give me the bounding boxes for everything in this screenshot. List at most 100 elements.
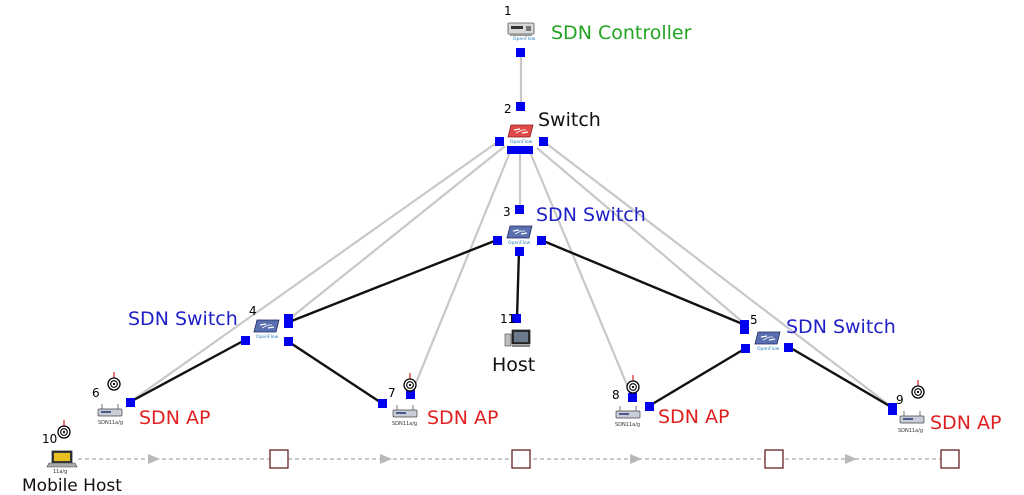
port xyxy=(406,390,415,399)
node-label: SDN Switch xyxy=(128,308,238,330)
port xyxy=(784,343,793,352)
node-number: 1 xyxy=(504,4,512,18)
port xyxy=(241,336,250,345)
link-sdnswitch3-host xyxy=(515,249,521,319)
node-sdn-ap-6[interactable]: 6 SDN11a/g SDN AP xyxy=(92,372,210,429)
port xyxy=(493,236,502,245)
link-switch-ap8 xyxy=(528,151,634,398)
access-point-icon xyxy=(392,405,418,418)
node-number: 3 xyxy=(503,205,511,219)
node-sdn-ap-8[interactable]: 8 SDN11a/g SDN AP xyxy=(612,375,729,428)
access-point-icon xyxy=(615,406,641,419)
port xyxy=(888,403,897,415)
path-arrow xyxy=(845,454,857,464)
port xyxy=(495,137,504,146)
link-sdnswitch4-ap6 xyxy=(129,338,246,404)
node-sdn-controller[interactable]: 1 OpenFlow SDN Controller xyxy=(504,4,692,44)
device-text: OpenFlow xyxy=(508,240,531,246)
path-waypoint[interactable] xyxy=(269,449,289,469)
node-number: 11 xyxy=(500,312,515,326)
port xyxy=(126,398,135,407)
link-sdnswitch5-ap9 xyxy=(788,345,894,410)
node-number: 2 xyxy=(504,102,512,116)
node-label: Mobile Host xyxy=(22,476,122,495)
path-arrow xyxy=(380,454,392,464)
link-switch-ap9 xyxy=(542,140,894,409)
device-text: OpenFlow xyxy=(510,139,533,145)
node-mobile-host[interactable]: 10 11a/g Mobile Host xyxy=(22,420,122,495)
device-text: OpenFlow xyxy=(513,36,536,42)
node-sdn-ap-7[interactable]: 7 SDN11a/g SDN AP xyxy=(388,373,498,429)
node-host[interactable]: 11 Host xyxy=(492,312,535,376)
path-waypoint[interactable] xyxy=(940,449,960,469)
controller-icon xyxy=(507,22,535,36)
laptop-icon xyxy=(46,450,78,468)
device-text: SDN11a/g xyxy=(392,421,417,427)
node-label: SDN AP xyxy=(658,406,729,428)
path-arrow xyxy=(148,454,160,464)
port xyxy=(740,320,749,334)
node-number: 8 xyxy=(612,388,620,402)
node-label: Host xyxy=(492,354,535,376)
port xyxy=(284,314,293,328)
path-waypoint[interactable] xyxy=(511,449,531,469)
node-switch[interactable]: 2 OpenFlow Switch xyxy=(504,102,601,145)
device-text: SDN11a/g xyxy=(615,422,640,428)
device-text: 11a/g xyxy=(53,469,67,475)
sdn-switch-icon xyxy=(506,225,533,239)
control-links xyxy=(129,53,894,409)
path-arrow xyxy=(630,454,642,464)
node-number: 6 xyxy=(92,386,100,400)
mobility-path xyxy=(78,449,960,469)
link-sdnswitch5-ap8 xyxy=(648,346,747,408)
node-label: Switch xyxy=(538,109,601,131)
port xyxy=(516,102,525,111)
access-point-icon xyxy=(97,404,123,417)
antenna-icon xyxy=(911,380,925,399)
port xyxy=(537,236,546,245)
node-number: 4 xyxy=(249,304,257,318)
port xyxy=(515,247,524,256)
antenna-icon xyxy=(57,420,71,439)
port xyxy=(284,337,293,346)
link-sdnswitch4-ap7 xyxy=(288,340,384,406)
ports xyxy=(126,48,897,415)
port xyxy=(512,314,521,323)
port xyxy=(378,399,387,408)
link-switch-ap6 xyxy=(129,140,500,403)
port xyxy=(515,205,524,214)
device-text: OpenFlow xyxy=(256,334,279,340)
node-sdn-switch-3[interactable]: 3 OpenFlow SDN Switch xyxy=(503,204,646,246)
node-sdn-switch-5[interactable]: 5 OpenFlow SDN Switch xyxy=(750,313,896,352)
node-sdn-ap-9[interactable]: 9 SDN11a/g SDN AP xyxy=(896,380,1001,434)
port xyxy=(539,137,548,146)
device-text: SDN11a/g xyxy=(898,428,923,434)
device-text: OpenFlow xyxy=(757,346,780,352)
path-waypoint[interactable] xyxy=(764,449,784,469)
node-label: SDN AP xyxy=(139,407,210,429)
antenna-icon xyxy=(107,372,121,391)
link-switch-ap7 xyxy=(409,151,512,396)
port xyxy=(645,402,654,411)
node-number: 10 xyxy=(42,432,57,446)
node-number: 5 xyxy=(750,313,758,327)
port xyxy=(628,393,637,402)
device-text: SDN11a/g xyxy=(98,420,123,426)
port xyxy=(741,344,750,353)
port xyxy=(516,48,525,57)
node-number: 9 xyxy=(896,393,904,407)
node-sdn-switch-4[interactable]: 4 OpenFlow SDN Switch xyxy=(128,304,280,340)
link-switch-sdnswitch4 xyxy=(287,145,506,321)
antenna-icon xyxy=(403,373,417,392)
data-links xyxy=(129,238,894,410)
link-sdnswitch3-sdnswitch5 xyxy=(540,238,746,327)
access-point-icon xyxy=(899,411,925,424)
node-label: SDN AP xyxy=(427,407,498,429)
port xyxy=(507,146,533,154)
node-label: SDN Switch xyxy=(536,204,646,226)
node-label: SDN AP xyxy=(930,412,1001,434)
link-switch-sdnswitch5 xyxy=(536,147,746,325)
node-label: SDN Switch xyxy=(786,316,896,338)
computer-icon xyxy=(504,329,531,347)
